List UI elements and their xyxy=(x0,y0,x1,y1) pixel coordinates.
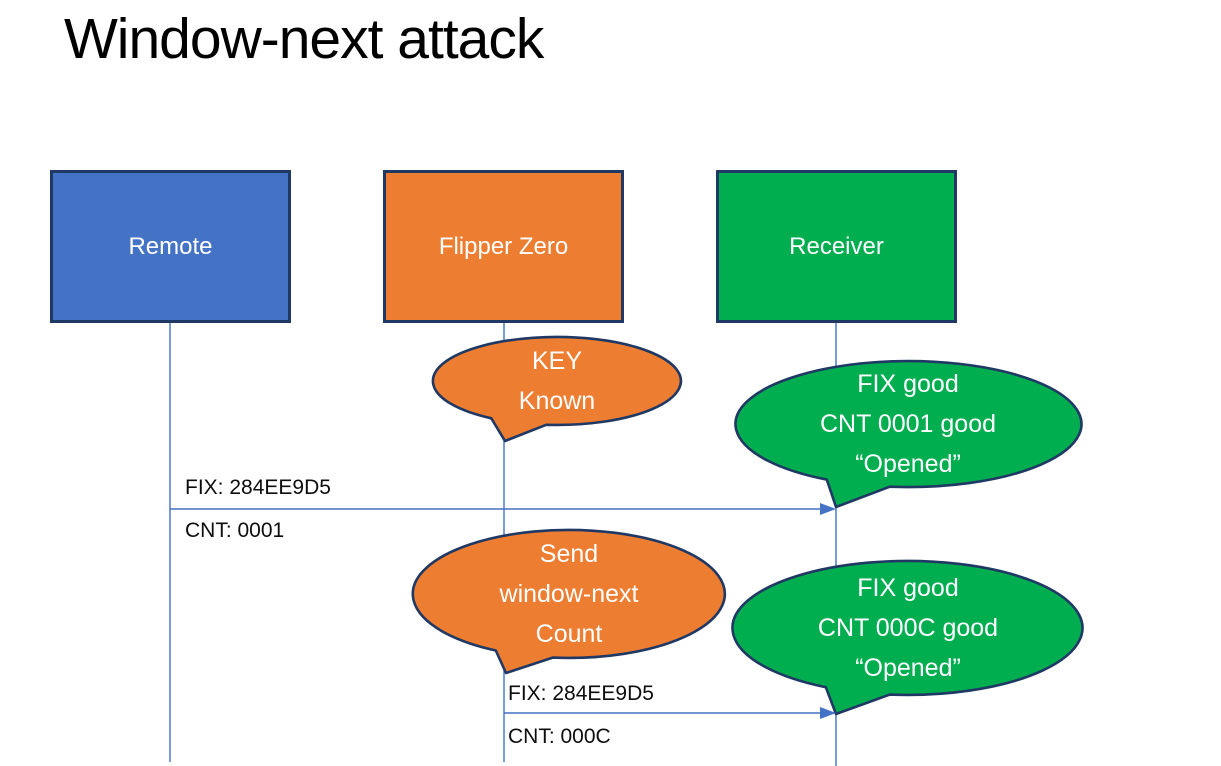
message2-fix-label: FIX: 284EE9D5 xyxy=(508,682,654,705)
actor-box-remote: Remote xyxy=(50,170,291,323)
page-title: Window-next attack xyxy=(64,7,544,71)
callout-shape-opened-second xyxy=(731,559,1084,716)
actor-box-flipper-zero: Flipper Zero xyxy=(383,170,624,323)
actor-label-flipper-zero: Flipper Zero xyxy=(438,232,569,260)
actor-box-receiver: Receiver xyxy=(716,170,957,323)
message1-cnt-label: CNT: 0001 xyxy=(185,519,285,542)
message2-cnt-label: CNT: 000C xyxy=(508,725,611,748)
message1-fix-label: FIX: 284EE9D5 xyxy=(185,476,331,499)
actor-label-remote: Remote xyxy=(128,232,213,260)
callout-shape-send-window-next xyxy=(411,528,727,675)
callout-shape-key-known xyxy=(431,335,683,443)
callout-shape-opened-first xyxy=(734,359,1083,509)
actor-label-receiver: Receiver xyxy=(789,232,884,260)
